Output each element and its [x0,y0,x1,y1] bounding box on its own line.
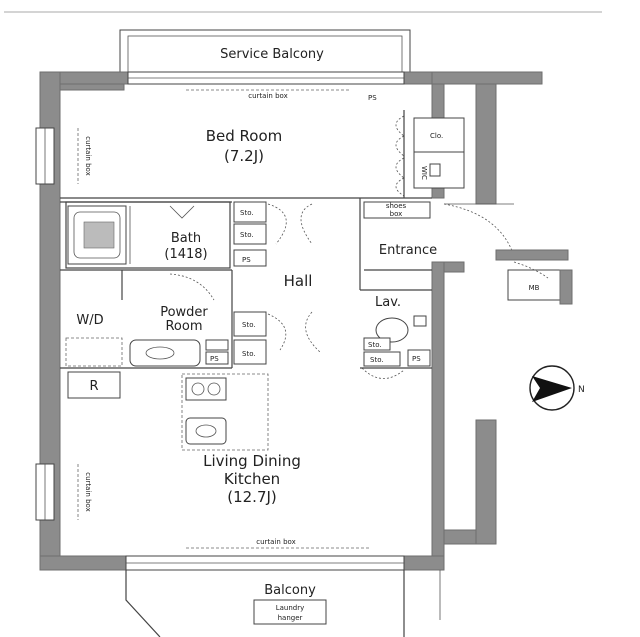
service-balcony: Service Balcony [119,29,411,77]
ps-bath: PS [242,256,251,264]
laundry-hanger-1: Laundry [276,604,305,612]
entrance: shoes box Entrance [363,201,515,271]
sto-lav-1: Sto. [368,341,382,349]
balcony-label: Balcony [264,583,316,598]
ps-hall: PS [210,355,219,363]
lav-label: Lav. [375,295,401,310]
curtain-box-bottom: curtain box [256,538,295,546]
curtain-box-side-top: curtain box [84,136,92,175]
outer-walls [39,71,543,571]
bottom-window: curtain box [125,538,405,571]
sto-bath-1: Sto. [240,209,254,217]
shoes-box-2: box [390,210,403,218]
left-window-bottom: curtain box [35,463,92,521]
left-window-top: curtain box [35,127,92,185]
bath-label: Bath [171,231,201,246]
top-window: curtain box PS [127,71,405,102]
living-dining-kitchen: R Living Dining Kitchen (12.7J) [67,371,301,506]
meter-box: MB [495,249,573,305]
shoes-box-1: shoes [386,202,407,210]
hall-label: Hall [284,272,313,290]
bed-room-size: (7.2J) [224,147,264,165]
lav: Lav. Sto. Sto. PS [360,289,432,379]
clo-label: Clo. [430,132,443,140]
bath-storage: Sto. Sto. PS [233,198,361,290]
north-label: N [578,385,585,395]
ps-lav: PS [412,355,421,363]
bed-room-label: Bed Room [206,127,283,145]
north-arrow: N [529,365,585,411]
powder-room-label-1: Powder [160,305,208,320]
laundry-hanger-2: hanger [278,614,303,622]
curtain-box-top: curtain box [248,92,287,100]
sto-hall-1: Sto. [242,321,256,329]
balcony: Balcony Laundry hanger [125,570,441,637]
bath: Bath (1418) [65,201,231,269]
hall-storage: Sto. Sto. [233,311,321,365]
wd-label: W/D [76,313,103,328]
bath-size: (1418) [164,247,207,262]
bed-room: Bed Room (7.2J) Clo. WIC [206,110,465,198]
sto-bath-2: Sto. [240,231,254,239]
ldk-label-2: Kitchen [224,470,280,488]
powder-room: W/D Powder Room PS [60,269,233,369]
sto-lav-2: Sto. [370,356,384,364]
ps-top: PS [368,94,377,102]
wic-label: WIC [420,166,428,180]
mb-label: MB [529,284,540,292]
ldk-size: (12.7J) [227,488,277,506]
entrance-label: Entrance [379,243,437,258]
refrigerator-label: R [89,379,98,394]
curtain-box-side-bottom: curtain box [84,472,92,511]
service-balcony-label: Service Balcony [220,47,324,62]
powder-room-label-2: Room [165,319,202,334]
sto-hall-2: Sto. [242,350,256,358]
ldk-label-1: Living Dining [203,452,301,470]
